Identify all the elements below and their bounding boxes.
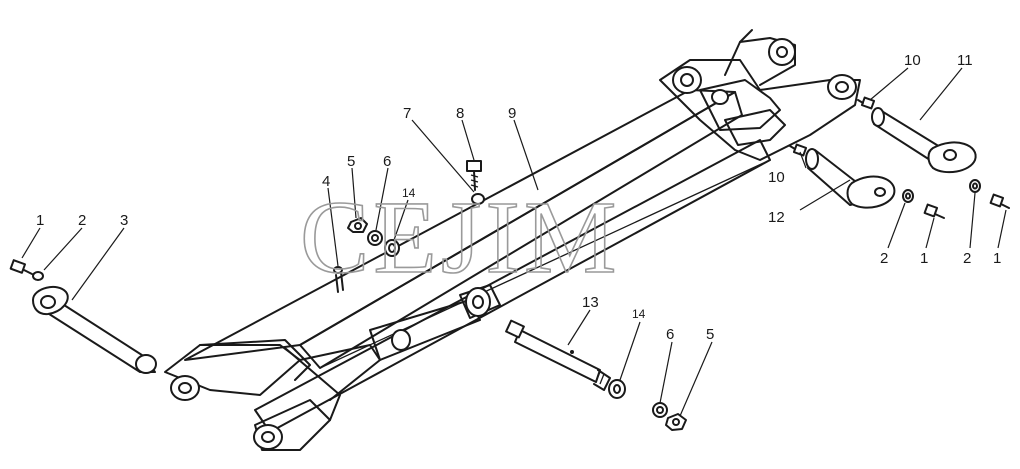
washer-14-lower	[608, 379, 626, 399]
bolt-1-left	[9, 259, 33, 275]
nut-5-upper	[347, 217, 368, 233]
callout-6-upper: 6	[383, 153, 391, 170]
pin-3	[32, 285, 157, 374]
washer-6-lower	[652, 402, 668, 418]
callout-1-right-a: 1	[920, 250, 928, 267]
washer-6-upper	[367, 230, 383, 246]
washer-7	[471, 193, 485, 205]
bolt-8	[466, 160, 482, 191]
callout-10-lower: 10	[768, 169, 785, 186]
callout-9: 9	[508, 105, 516, 122]
callout-14-upper: 14	[402, 186, 416, 200]
pin-11	[871, 107, 977, 174]
callout-14-lower: 14	[632, 307, 646, 321]
washer-2-right-a	[902, 189, 914, 203]
washer-2-right-b	[969, 179, 981, 193]
callout-7: 7	[403, 105, 411, 122]
callout-11: 11	[957, 52, 973, 69]
nut-5-lower	[665, 413, 687, 431]
callout-4: 4	[322, 173, 330, 190]
pin-12	[805, 148, 896, 209]
callout-13: 13	[582, 294, 599, 311]
watermark: CEJIM	[300, 180, 620, 295]
callout-3: 3	[120, 212, 128, 229]
callout-1-left: 1	[36, 212, 44, 229]
pin-13	[505, 319, 611, 391]
washer-14-upper	[384, 239, 400, 257]
leader-lines	[21, 67, 1007, 417]
cotter-pin-4	[333, 266, 344, 293]
callout-2-right-b: 2	[963, 250, 971, 267]
washer-2-left	[32, 271, 44, 281]
callout-2-left: 2	[78, 212, 86, 229]
callout-labels: 1 2 3 4 5 6 14 7 8 9 10 11 10 12 2 1 2 1…	[36, 52, 1001, 343]
fitting-10-lower	[789, 143, 808, 157]
callout-2-right-a: 2	[880, 250, 888, 267]
bolt-1-right-b	[989, 193, 1010, 209]
callout-6-lower: 6	[666, 326, 674, 343]
callout-1-right-b: 1	[993, 250, 1001, 267]
fitting-10-upper	[857, 96, 876, 110]
callout-10-upper: 10	[904, 52, 921, 69]
callout-5-upper: 5	[347, 153, 355, 170]
callout-8: 8	[456, 105, 464, 122]
arm-frame	[164, 29, 861, 451]
callout-5-lower: 5	[706, 326, 714, 343]
bolt-1-right-a	[923, 203, 945, 219]
callout-12: 12	[768, 209, 785, 226]
